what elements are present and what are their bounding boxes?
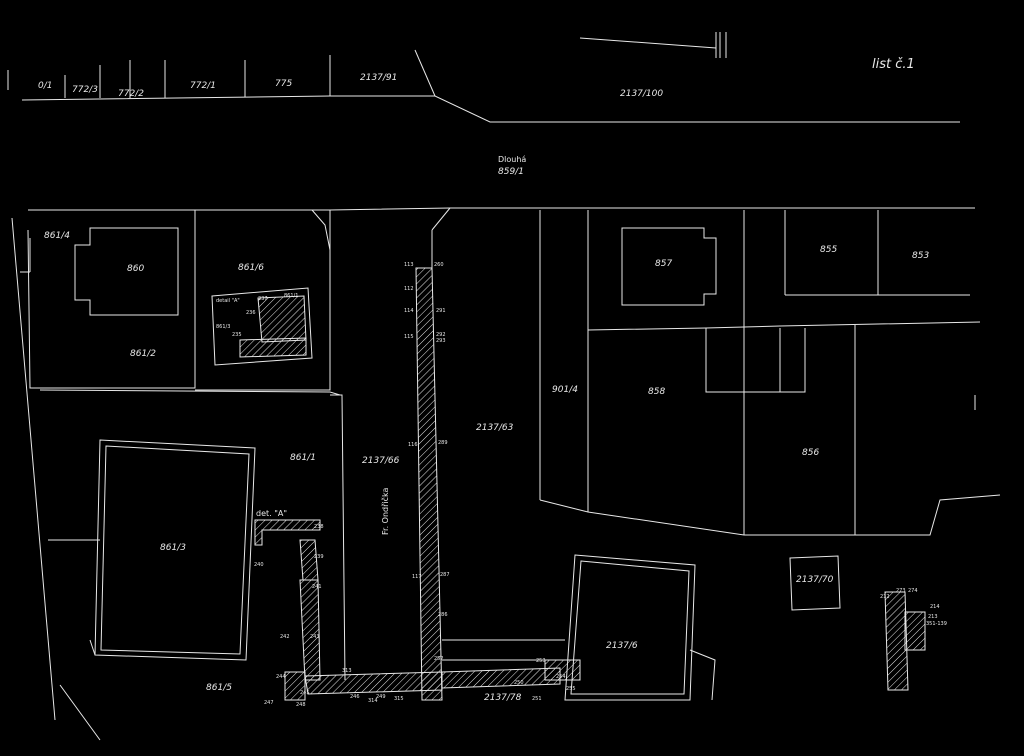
parcel-label-2137-100: 2137/100 — [620, 89, 663, 99]
parcel-label-853: 853 — [912, 251, 929, 261]
survey-point: 213 — [928, 614, 938, 620]
parcel-label-857: 857 — [655, 259, 672, 269]
parcel-label-855: 855 — [820, 245, 837, 255]
survey-point: 212 — [880, 594, 890, 600]
survey-point: 313 — [342, 668, 352, 674]
parcel-label-0-1: 0/1 — [38, 81, 52, 91]
parcel-label-856: 856 — [802, 448, 819, 458]
parcel-label-2137-78: 2137/78 — [484, 693, 522, 703]
survey-point: 214 — [930, 604, 940, 610]
survey-point: 351-139 — [926, 621, 947, 627]
survey-point: 314 — [368, 698, 378, 704]
detail-point: 236 — [246, 310, 256, 316]
survey-point: 291 — [436, 308, 446, 314]
survey-point: 245 — [300, 690, 310, 696]
survey-point: 293 — [436, 338, 446, 344]
side-street-edges — [330, 207, 451, 701]
street-number: 859/1 — [498, 167, 524, 177]
survey-point: 253 — [536, 658, 546, 664]
parcel-label-775: 775 — [275, 79, 292, 89]
parcel-label-2137-70: 2137/70 — [796, 575, 834, 585]
survey-point: 249 — [376, 694, 386, 700]
right-block-parcels — [539, 210, 1001, 536]
detail-point: 241 — [312, 584, 322, 590]
survey-point: 315 — [394, 696, 404, 702]
parcel-label-861-5: 861/5 — [206, 683, 232, 693]
survey-point: 286 — [438, 612, 448, 618]
left-block-parcels — [27, 209, 341, 396]
parcel-label-2137-6: 2137/6 — [606, 641, 638, 651]
street-name: Dlouhá — [498, 155, 526, 164]
survey-point: 116 — [408, 442, 418, 448]
survey-point: 113 — [404, 262, 414, 268]
street-boundaries — [7, 32, 975, 721]
survey-point: 247 — [264, 700, 274, 706]
detail-point: 239 — [314, 554, 324, 560]
box-2137-70 — [789, 555, 841, 611]
survey-point: 246 — [350, 694, 360, 700]
survey-point: 260 — [434, 262, 444, 268]
parcel-label-861-1: 861/1 — [290, 453, 316, 463]
survey-point: 250 — [514, 680, 524, 686]
survey-point: 251 — [532, 696, 542, 702]
sheet-label: list č.1 — [872, 57, 915, 72]
top-parcel-dividers — [64, 55, 331, 98]
survey-point: 287 — [440, 572, 450, 578]
parcel-label-2137-66: 2137/66 — [362, 456, 400, 466]
parcel-label-772-3: 772/3 — [72, 85, 98, 95]
parcel-label-2137-91: 2137/91 — [360, 73, 397, 83]
parcel-label-861-3: 861/3 — [160, 543, 186, 553]
survey-point: 292 — [436, 332, 446, 338]
survey-point: 274 — [908, 588, 918, 594]
parcel-label-772-1: 772/1 — [190, 81, 216, 91]
detail-point: 237 — [258, 296, 268, 302]
survey-point: 248 — [296, 702, 306, 708]
parcel-label-858: 858 — [648, 387, 665, 397]
parcel-label-901-4: 901/4 — [552, 385, 578, 395]
detail-point: 240 — [254, 562, 264, 568]
survey-point: 114 — [404, 308, 414, 314]
parcel-label-772-2: 772/2 — [118, 89, 144, 99]
survey-point: 273 — [896, 588, 906, 594]
detail-a-title-left: det. "A" — [256, 509, 287, 518]
detail-a-box — [211, 287, 313, 366]
survey-point: 112 — [404, 286, 414, 292]
survey-point: 254 — [556, 674, 566, 680]
detail-a-parcel-a: 861/1 — [284, 293, 298, 299]
hatched-walls — [254, 519, 926, 701]
survey-point: 255 — [566, 686, 576, 692]
building-861-3 — [48, 439, 256, 741]
detail-point: 238 — [314, 524, 324, 530]
survey-point: 289 — [438, 440, 448, 446]
survey-point: 243 — [310, 634, 320, 640]
parcel-label-861-6: 861/6 — [238, 263, 264, 273]
parcel-label-2137-63: 2137/63 — [476, 423, 514, 433]
survey-point: 117 — [412, 574, 422, 580]
detail-point: 235 — [232, 332, 242, 338]
side-street-name: Fr. Ondřička — [380, 487, 390, 535]
detail-a-title-top: detail "A" — [216, 298, 240, 304]
parcel-label-861-4: 861/4 — [44, 231, 70, 241]
labels-layer: 0/1 772/3 772/2 772/1 775 2137/91 2137/100 861/… — [38, 57, 947, 708]
parcel-label-861-2: 861/2 — [130, 349, 156, 359]
parcel-label-860: 860 — [127, 264, 144, 274]
detail-a-parcel-b: 861/3 — [216, 324, 230, 330]
survey-point: 244 — [276, 674, 286, 680]
survey-point: 115 — [404, 334, 414, 340]
survey-point: 252 — [434, 656, 444, 662]
survey-point: 242 — [280, 634, 290, 640]
